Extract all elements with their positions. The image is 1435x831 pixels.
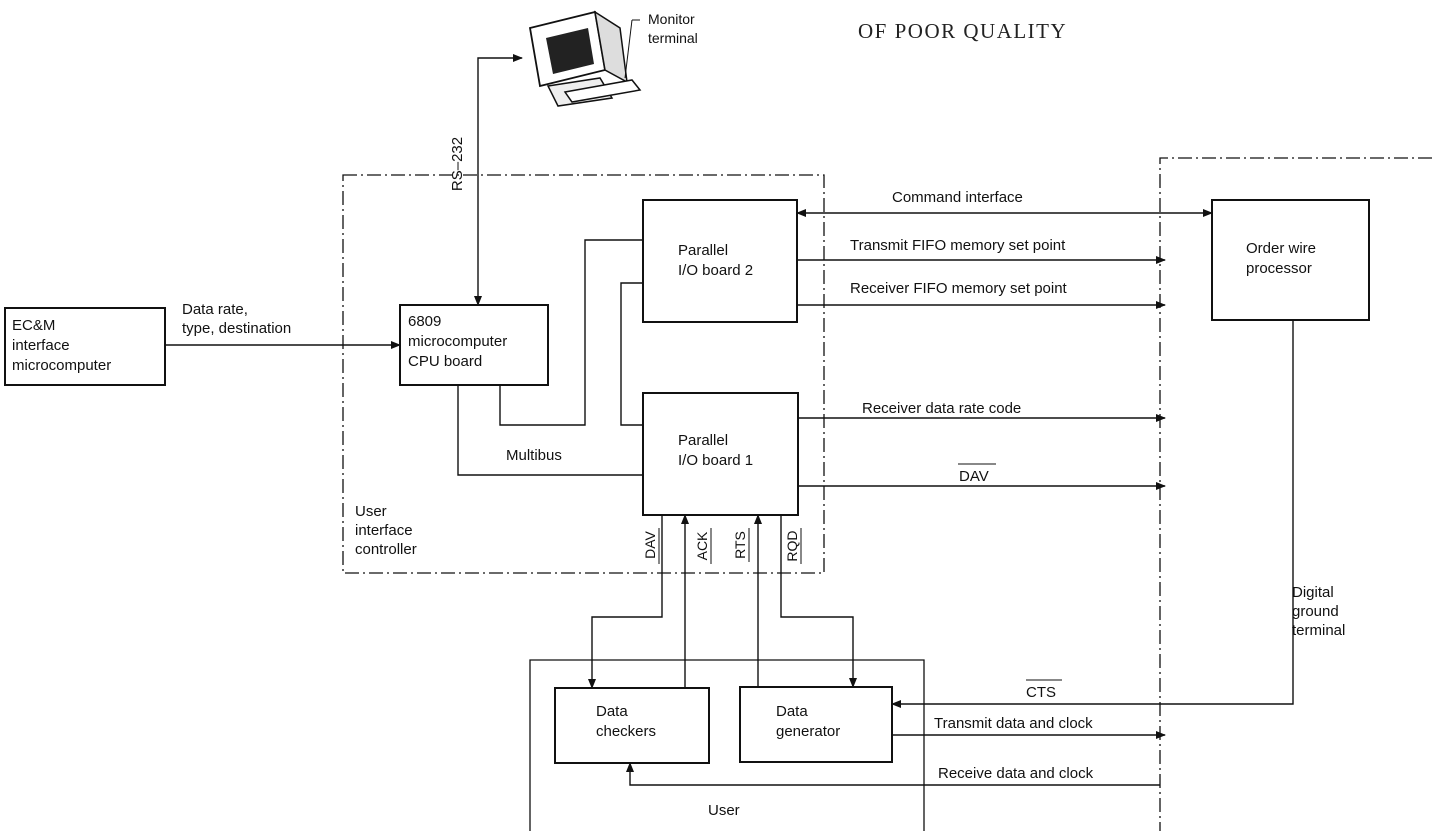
cpu-label-1: 6809 [408, 313, 441, 330]
poor-quality-stamp: OF POOR QUALITY [858, 19, 1067, 43]
pio1-label-2: I/O board 1 [678, 452, 753, 469]
generator-label-1: Data [776, 703, 808, 720]
ecm-interface-box [4, 307, 166, 386]
checkers-label-2: checkers [596, 723, 656, 740]
owp-label-2: processor [1246, 260, 1312, 277]
monitor-terminal-icon [528, 10, 642, 107]
user-label: User [708, 802, 740, 819]
ecm-label-1: EC&M [12, 317, 55, 334]
user-boundary [529, 659, 925, 831]
order-wire-processor-box [1211, 199, 1370, 321]
pio2-label-1: Parallel [678, 242, 728, 259]
data-generator-box [739, 686, 893, 763]
rqd-signal-line [780, 515, 857, 688]
dav-vertical-label: DAV [642, 530, 658, 558]
pio1-label-1: Parallel [678, 432, 728, 449]
dgt-label-3: terminal [1292, 622, 1345, 639]
uic-label-2: interface [355, 522, 413, 539]
uic-label-1: User [355, 503, 387, 520]
receiver-rate-label: Receiver data rate code [862, 400, 1021, 417]
digital-ground-terminal-boundary [1159, 157, 1432, 831]
parallel-io-board-2-box [642, 199, 798, 323]
dav-right-label: DAV [959, 468, 989, 485]
uic-label-3: controller [355, 541, 417, 558]
ecm-link-label-1: Data rate, [182, 301, 248, 318]
command-interface-label: Command interface [892, 189, 1023, 206]
data-checkers-box [554, 687, 710, 764]
dav-signal-line [588, 515, 663, 689]
ack-vertical-label: ACK [694, 531, 710, 560]
cpu-label-3: CPU board [408, 353, 482, 370]
cpu-label-2: microcomputer [408, 333, 507, 350]
rqd-vertical-label: RQD [784, 530, 800, 561]
cts-label: CTS [1026, 684, 1056, 701]
rs232-label: RS–232 [449, 137, 466, 191]
dgt-label-2: ground [1292, 603, 1339, 620]
transmit-data-label: Transmit data and clock [934, 715, 1093, 732]
generator-label-2: generator [776, 723, 840, 740]
rts-vertical-label: RTS [732, 531, 748, 559]
multibus-label: Multibus [506, 447, 562, 464]
parallel-io-board-1-box [642, 392, 799, 516]
multibus-wiring [457, 239, 643, 476]
rs232-link [474, 54, 523, 306]
owp-label-1: Order wire [1246, 240, 1316, 257]
pio2-label-2: I/O board 2 [678, 262, 753, 279]
monitor-label-2: terminal [648, 30, 698, 46]
ecm-label-2: interface [12, 337, 70, 354]
checkers-label-1: Data [596, 703, 628, 720]
transmit-fifo-label: Transmit FIFO memory set point [850, 237, 1066, 254]
receive-data-label: Receive data and clock [938, 765, 1094, 782]
dgt-label-1: Digital [1292, 584, 1334, 601]
monitor-label-1: Monitor [648, 11, 695, 27]
ecm-label-3: microcomputer [12, 357, 111, 374]
ecm-link-label-2: type, destination [182, 320, 291, 337]
user-interface-controller-boundary [342, 174, 825, 574]
cpu-board-box [399, 304, 549, 386]
receiver-fifo-label: Receiver FIFO memory set point [850, 280, 1068, 297]
